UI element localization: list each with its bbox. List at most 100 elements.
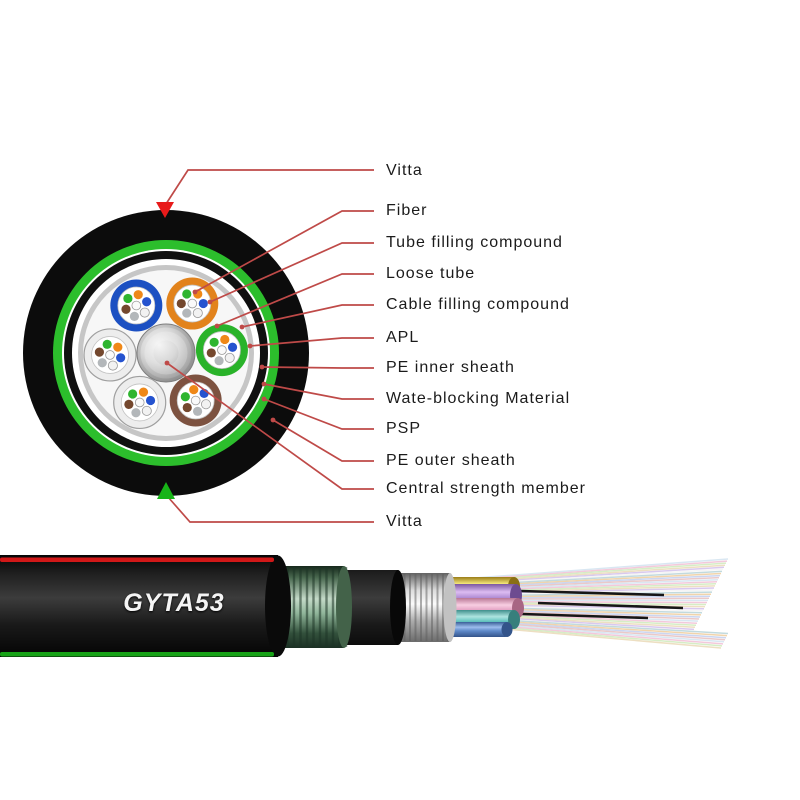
inner-sheath-cap (390, 570, 406, 645)
label-pe-inner-sheath: PE inner sheath (386, 359, 515, 376)
fiber-dot (145, 395, 156, 406)
apl-armor-cap (443, 573, 457, 642)
tube-center-filler (190, 395, 201, 406)
label-fiber: Fiber (386, 202, 428, 219)
leader-vitta-bottom (167, 496, 374, 523)
leader-water-blocking (263, 383, 374, 400)
inner-sheath-body (344, 570, 398, 645)
fiber-dot (180, 392, 190, 402)
tube-center-filler (131, 300, 142, 311)
fiber-dot (209, 337, 219, 347)
tube-3d-blue (450, 622, 507, 637)
fiber-dot (121, 304, 131, 314)
black-strand (519, 589, 665, 597)
fiber-dot (123, 293, 133, 304)
fiber-dot (142, 297, 152, 307)
leader-dot (261, 396, 267, 402)
fiber-dot (94, 347, 105, 357)
tube-center-filler (134, 397, 145, 408)
fiber-dot (139, 307, 150, 318)
leader-dot (164, 360, 170, 366)
label-cable-filling-compound: Cable filling compound (386, 296, 570, 313)
pe-inner-sheath-3d (344, 570, 406, 645)
pe-outer-sheath-3d (0, 555, 291, 657)
fiber-dot (141, 405, 152, 416)
fiber-dot (201, 399, 212, 410)
central-strength-member (136, 323, 196, 383)
cable-model-text: GYTA53 (123, 589, 225, 617)
arrow-down-red-icon (156, 202, 174, 218)
fiber-dot (107, 360, 118, 371)
vitta-stripe-green (0, 652, 274, 657)
leader-dot (270, 417, 276, 423)
tube-3d-blue-cap (501, 622, 513, 637)
leader-loose-tube (216, 273, 374, 327)
leader-fiber (194, 210, 374, 293)
fiber-dot (206, 348, 216, 358)
outer-sheath-cap (265, 555, 291, 657)
fiber-dot (227, 342, 238, 352)
fiber-dot (220, 334, 230, 345)
label-apl: APL (386, 329, 420, 346)
black-strand (521, 612, 649, 620)
leader-psp (263, 398, 374, 430)
leader-dot (261, 381, 267, 387)
leader-dot (259, 364, 265, 370)
fiber-dot (138, 387, 149, 397)
outer-sheath-body (0, 555, 278, 657)
label-tube-filling-compound: Tube filling compound (386, 234, 563, 251)
fiber-dot (192, 406, 203, 416)
black-strand (537, 601, 684, 610)
leader-dots (164, 289, 276, 423)
black-strands (519, 589, 684, 620)
fiber-dot (128, 389, 138, 399)
fiber-dot (176, 298, 186, 309)
loose-tubes-group (83, 277, 248, 430)
leader-dot (239, 324, 245, 330)
fiber-strand (447, 558, 729, 581)
fiber-dot (102, 339, 112, 349)
cable-cross-section (23, 210, 309, 496)
strength-member-edge-shade (137, 324, 195, 382)
leader-dot (207, 299, 213, 305)
psp-armor-cap (336, 566, 352, 648)
fiber-dot (214, 356, 224, 366)
leader-dot (214, 323, 220, 329)
fiber-dot (182, 402, 192, 413)
tube-3d-teal-cap (508, 610, 520, 629)
label-vitta-top: Vitta (386, 162, 423, 179)
leader-apl (249, 337, 374, 347)
fiber-dot (129, 311, 140, 321)
leader-vitta-top (165, 169, 374, 205)
label-pe-outer-sheath: PE outer sheath (386, 452, 516, 469)
fiber-dot (113, 342, 123, 352)
label-central-strength-member: Central strength member (386, 480, 586, 497)
leader-cable-filling-compound (241, 304, 374, 328)
arrow-up-green-icon (157, 482, 175, 499)
fiber-dot (182, 308, 192, 318)
loose-tubes-3d (450, 577, 524, 637)
fiber-dot (97, 358, 107, 368)
fiber-dot (133, 290, 143, 300)
tube-center-filler (217, 345, 227, 355)
fiber-dot (224, 352, 235, 363)
leader-central-strength-member (166, 362, 374, 490)
leader-tube-filling-compound (209, 242, 374, 303)
label-vitta-bottom: Vitta (386, 513, 423, 530)
label-water-blocking-material: Wate-blocking Material (386, 390, 571, 407)
leader-dot (192, 289, 198, 295)
strength-member-sheen (144, 331, 188, 375)
fiber-dot (116, 353, 126, 363)
fiber-dot (192, 308, 203, 319)
vitta-stripe-red (0, 557, 274, 562)
fiber-dot (124, 399, 134, 409)
cable-3d-render (0, 555, 729, 657)
fiber-dot (182, 289, 192, 299)
label-psp: PSP (386, 420, 422, 437)
fiber-dot (189, 385, 199, 395)
fiber-dot (131, 408, 141, 418)
fiber-dot (198, 298, 208, 309)
leader-pe-outer-sheath (272, 419, 374, 462)
